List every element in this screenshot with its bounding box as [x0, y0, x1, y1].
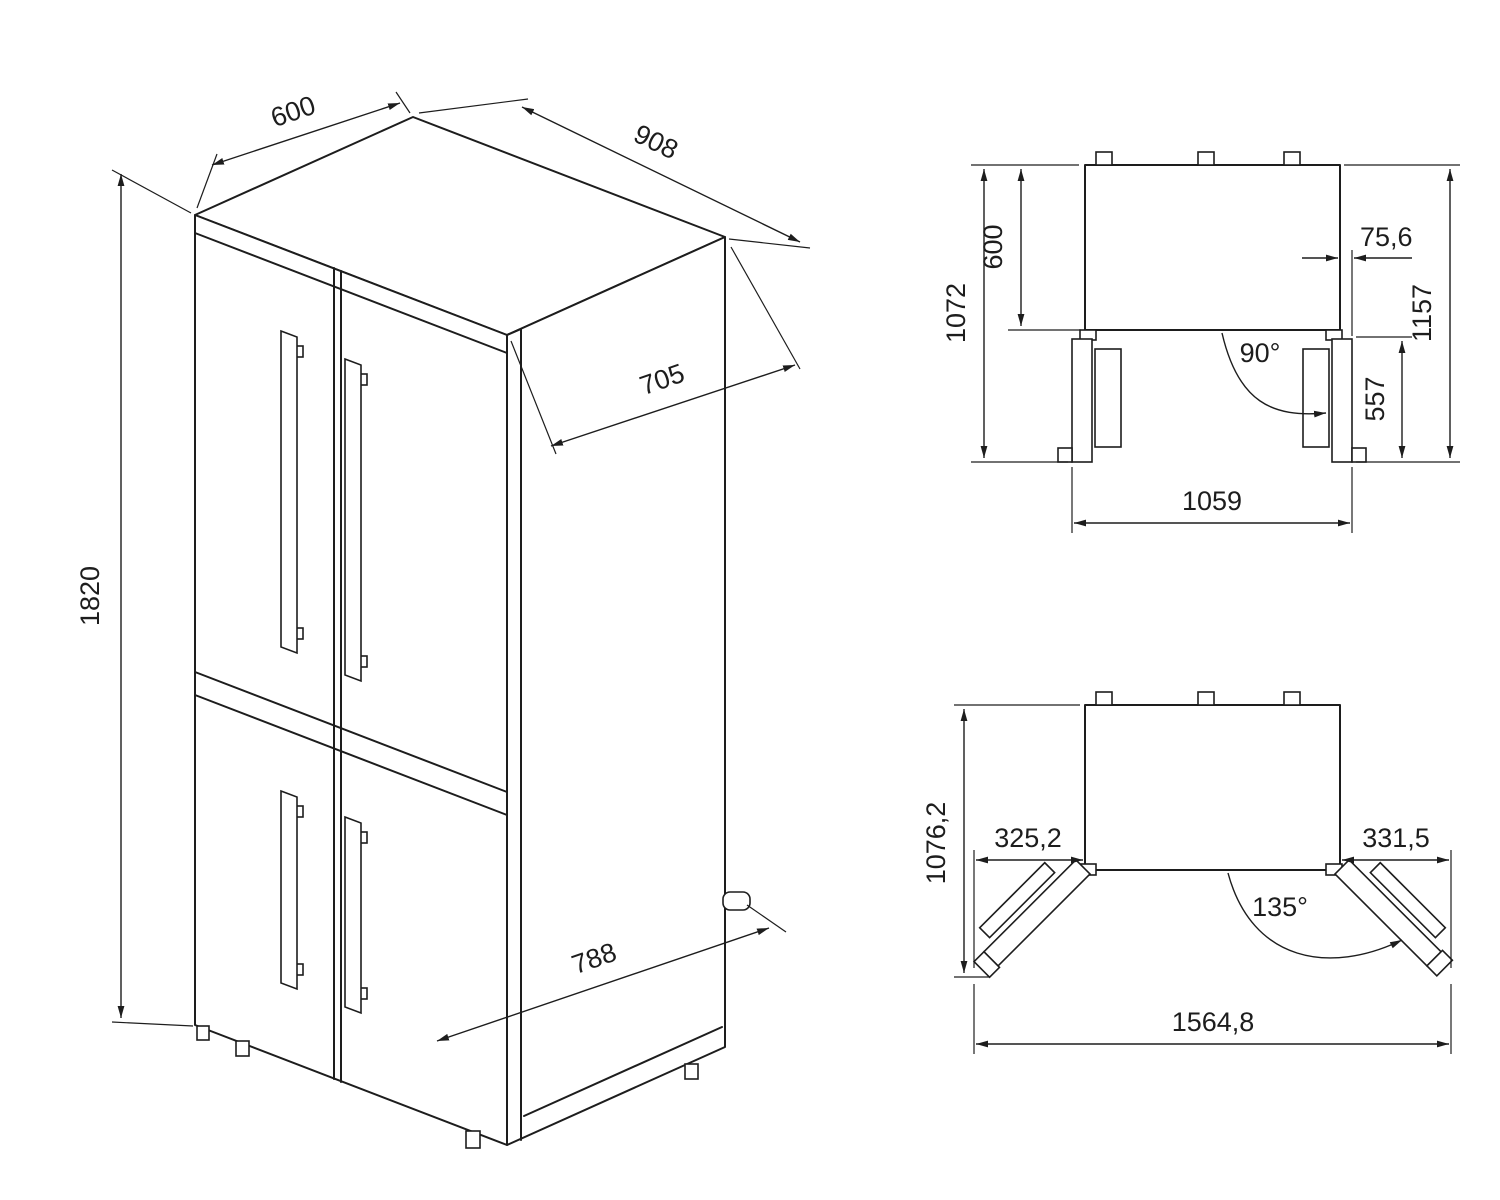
fridge-foot — [465, 1130, 481, 1149]
hinge-tab — [1197, 691, 1215, 706]
right-door-handle — [1369, 861, 1447, 939]
dimension-line-depth-bottom — [436, 927, 770, 1042]
dim-label-overall-width-135: 1564,8 — [1172, 1007, 1255, 1037]
dim-label-height: 1820 — [75, 566, 105, 626]
door-split-lower — [194, 694, 508, 816]
left-door-cap — [1057, 447, 1073, 463]
hinge-tab — [1095, 691, 1113, 706]
extension-line — [730, 246, 801, 370]
left-door-open — [1071, 338, 1093, 463]
hinge-tab — [1095, 151, 1113, 166]
extension-line — [196, 153, 218, 209]
dim-label-depth-top: 600 — [267, 90, 319, 133]
right-door-cap — [1425, 949, 1454, 977]
side-door-edge-top — [506, 328, 522, 336]
fridge-side-face — [506, 236, 726, 1146]
dim-label-open-angle-90: 90° — [1240, 338, 1281, 368]
extension-line — [418, 98, 529, 114]
extension-line — [395, 91, 411, 114]
dim-label-width-top: 908 — [629, 119, 683, 166]
dim-label-depth-incl-handles: 1157 — [1407, 284, 1437, 342]
door-swing-arc-90 — [1221, 332, 1327, 418]
door-handle-upper-left — [280, 329, 304, 655]
dim-label-cabinet-depth: 600 — [978, 224, 1008, 269]
rear-pipe-stub — [722, 891, 751, 911]
top-view-90: 90° 1072 600 75,6 1157 557 1059 — [941, 151, 1460, 533]
dim-label-left-extension: 325,2 — [994, 823, 1062, 853]
door-top-edge — [194, 232, 508, 354]
door-handle-lower-left — [280, 789, 304, 991]
right-door-open-135 — [1333, 858, 1454, 977]
top-view-135: 135° 1076,2 325,2 331,5 1564,8 — [921, 691, 1454, 1054]
extension-line — [111, 169, 192, 214]
hinge-tab — [1197, 151, 1215, 166]
isometric-view: 600 908 705 1820 788 — [75, 90, 811, 1149]
hinge-tab — [1283, 691, 1301, 706]
door-swing-arc-135 — [1227, 872, 1403, 959]
fridge-foot — [684, 1063, 699, 1080]
right-door-open — [1331, 338, 1353, 463]
left-door-handle — [1094, 348, 1122, 448]
left-door-cap — [972, 950, 1001, 979]
dim-label-depth-open-90: 1072 — [941, 283, 971, 343]
dimension-line-depth-top — [211, 102, 401, 166]
side-plinth-line — [523, 1026, 723, 1117]
door-handle-upper-right — [344, 357, 368, 683]
dim-label-door-protrusion: 75,6 — [1360, 222, 1413, 252]
cabinet-outline — [1084, 704, 1341, 871]
door-split-upper — [194, 671, 508, 793]
fridge-foot — [235, 1040, 250, 1057]
right-door-cap — [1351, 447, 1367, 463]
door-handle-lower-right — [344, 815, 368, 1015]
fridge-front-face — [194, 214, 508, 1146]
extension-line — [111, 1021, 194, 1027]
extension-line — [510, 340, 557, 455]
left-door-open-135 — [972, 858, 1092, 979]
dim-label-open-angle-135: 135° — [1252, 892, 1308, 922]
right-door-handle — [1302, 348, 1330, 448]
left-door-handle — [978, 861, 1056, 939]
dim-label-door-open-width: 557 — [1360, 376, 1390, 421]
dim-label-overall-width-90: 1059 — [1182, 486, 1242, 516]
dim-label-right-extension: 331,5 — [1362, 823, 1430, 853]
hinge-tab — [1283, 151, 1301, 166]
dim-label-depth-open-135: 1076,2 — [921, 802, 951, 885]
fridge-foot — [196, 1025, 210, 1041]
dimension-line-width-top — [521, 106, 801, 243]
extension-line — [746, 904, 787, 933]
cabinet-outline — [1084, 164, 1341, 331]
dimension-line-depth-mid — [550, 364, 796, 447]
